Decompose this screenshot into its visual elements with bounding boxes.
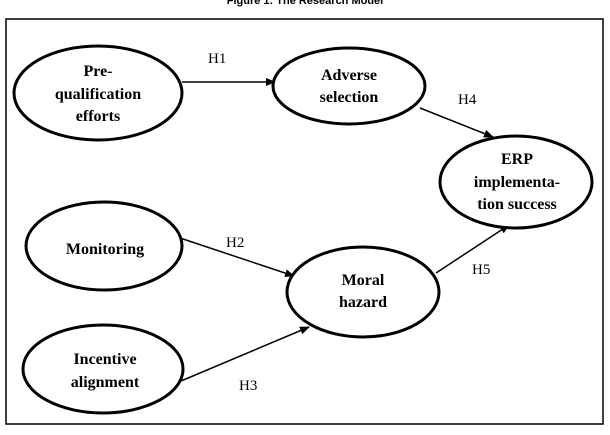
node-label-line: efforts: [76, 108, 120, 125]
node-label-line: tion success: [477, 196, 557, 213]
hypothesis-label-h4: H4: [458, 92, 477, 108]
node-monitoring: Monitoring: [24, 200, 184, 292]
node-label-line: hazard: [339, 294, 387, 311]
node-adverse-selection: Adverse selection: [271, 46, 427, 126]
hypothesis-label-h5: H5: [472, 262, 490, 278]
node-label-line: Adverse: [321, 67, 377, 84]
arrow-h5: [435, 224, 510, 274]
hypothesis-label-h1: H1: [208, 51, 226, 67]
node-erp-implementation-success: ERP implementa- tion success: [438, 134, 594, 230]
node-label-line: alignment: [71, 374, 140, 391]
arrow-h4: [419, 107, 494, 138]
node-label-line: Pre-: [83, 63, 112, 80]
node-label-line: implementa-: [474, 174, 560, 191]
hypothesis-label-h3: H3: [239, 378, 257, 394]
node-moral-hazard: Moral hazard: [285, 245, 441, 339]
arrow-h3: [180, 326, 310, 382]
node-label-line: selection: [320, 89, 379, 106]
figure-title: Figure 1: The Research Model: [226, 0, 384, 7]
node-label-line: ERP: [501, 151, 533, 168]
hypothesis-label-h2: H2: [226, 235, 244, 251]
arrow-h2: [179, 237, 295, 277]
node-label-line: Moral: [342, 272, 385, 289]
node-incentive-alignment: Incentive alignment: [21, 323, 185, 415]
node-label-line: qualification: [55, 86, 141, 103]
node-prequalification-efforts: Pre- qualification efforts: [12, 44, 184, 142]
node-label-line: Monitoring: [66, 241, 144, 258]
diagram-frame: [5, 18, 604, 425]
node-label-line: Incentive: [73, 351, 136, 368]
